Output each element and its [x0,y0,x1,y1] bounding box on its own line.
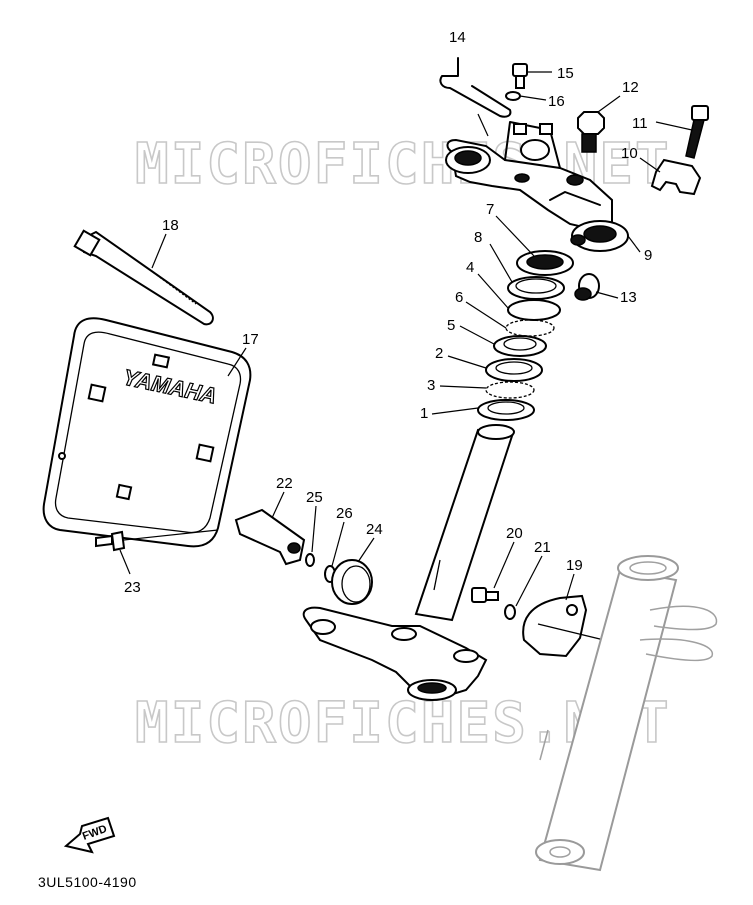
callout-1: 1 [420,405,428,422]
callout-14: 14 [449,29,466,46]
part-2-race [485,358,543,382]
part-8-nut [507,276,565,300]
part-14-bracket [439,57,512,118]
callout-17: 17 [242,331,259,348]
part-5-race [493,335,547,357]
callout-2: 2 [435,345,443,362]
callout-12: 12 [622,79,639,96]
part-20-bolt [471,587,499,603]
part-22-bracket [234,508,306,566]
front-fork [535,555,718,872]
part-18-cable-tie [73,229,214,326]
callout-4: 4 [466,259,474,276]
part-7-cover [516,250,574,276]
callout-26: 26 [336,505,353,522]
part-21-washer [504,604,516,620]
callout-9: 9 [644,247,652,264]
callout-7: 7 [486,201,494,218]
leader-lines [119,71,693,607]
callout-21: 21 [534,539,551,556]
steering-stem [414,424,515,622]
callout-13: 13 [620,289,637,306]
part-17-plate: YAMAHA [42,317,252,548]
part-4-washer [507,299,561,321]
upper-bracket [445,121,629,252]
part-19-bracket [522,594,605,658]
callouts: 14 15 16 12 11 10 9 13 7 8 4 6 5 2 3 1 1… [124,29,652,596]
callout-22: 22 [276,475,293,492]
part-25-washer [305,553,315,567]
callout-25: 25 [306,489,323,506]
part-23-screw [95,530,126,552]
part-16-washer [505,91,521,101]
callout-5: 5 [447,317,455,334]
part-6-balls [505,319,555,337]
part-12-bolt [577,111,605,153]
callout-3: 3 [427,377,435,394]
callout-20: 20 [506,525,523,542]
part-24-cap [331,559,373,605]
part-11-bolt [685,105,709,159]
document-code: 3UL5100-4190 [38,874,137,890]
part-1-race [477,399,535,421]
callout-15: 15 [557,65,574,82]
under-bracket [302,606,488,701]
callout-11: 11 [632,115,648,132]
callout-10: 10 [621,145,638,162]
callout-23: 23 [124,579,141,596]
callout-8: 8 [474,229,482,246]
part-15-bolt [512,63,528,89]
fwd-arrow-icon: FWD [63,816,116,854]
callout-18: 18 [162,217,179,234]
part-13-bolt [574,273,600,301]
callout-16: 16 [548,93,565,110]
part-10-holder [650,158,702,196]
part-3-balls [485,381,535,399]
callout-6: 6 [455,289,463,306]
callout-24: 24 [366,521,383,538]
callout-19: 19 [566,557,583,574]
